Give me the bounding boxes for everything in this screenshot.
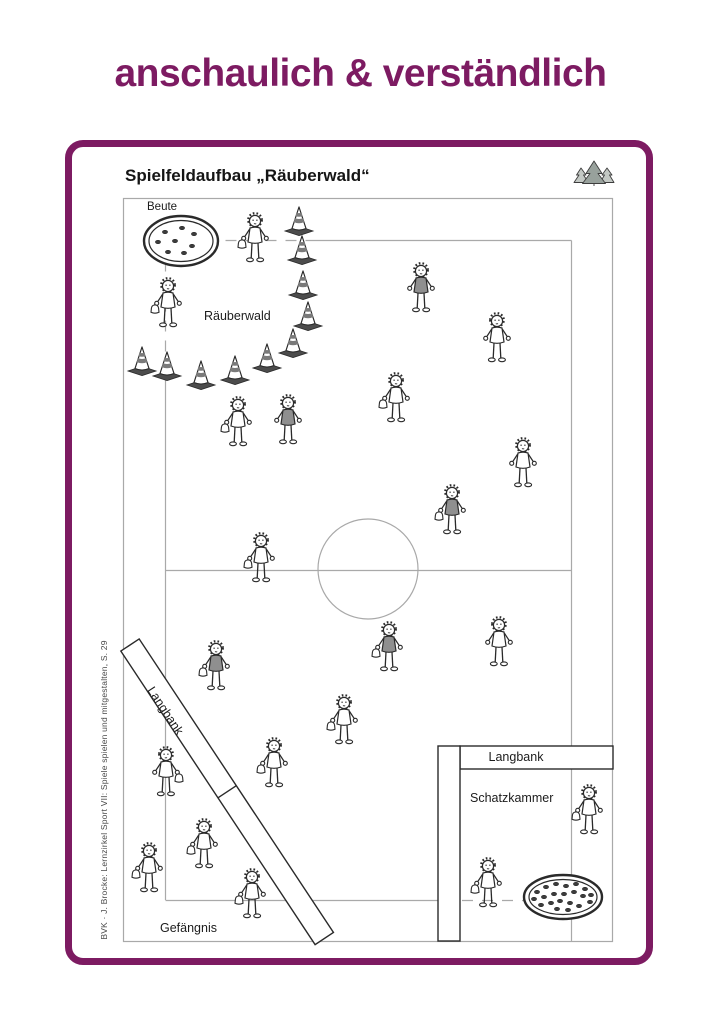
child-figure-icon — [469, 857, 503, 908]
child-figure-icon — [197, 640, 231, 691]
child-figure-icon — [325, 694, 359, 745]
child-figure-icon — [406, 262, 436, 313]
child-figure-icon — [484, 616, 514, 667]
langbank-diagonal-bench — [119, 637, 335, 946]
source-citation: BVK · J. Brocke: Lernzirkel Sport VII: S… — [99, 640, 109, 940]
child-figure-icon — [185, 818, 219, 869]
label-raeuberwald: Räuberwald — [204, 309, 271, 323]
traffic-cone-icon — [278, 328, 308, 359]
child-figure-icon — [255, 737, 289, 788]
figures-layer — [130, 212, 604, 919]
schatzkammer-plate — [522, 873, 604, 921]
child-figure-icon — [219, 396, 253, 447]
traffic-cone-icon — [220, 355, 250, 386]
traffic-cone-icon — [293, 301, 323, 332]
fir-trees-icon — [573, 160, 615, 186]
child-figure-icon — [236, 212, 270, 263]
panel-heading: Spielfeldaufbau „Räuberwald“ — [125, 166, 370, 185]
child-figure-icon — [570, 784, 604, 835]
child-figure-icon — [482, 312, 512, 363]
child-figure-icon — [242, 532, 276, 583]
child-figure-icon — [130, 842, 164, 893]
plates-layer — [142, 214, 604, 921]
diagram-frame — [122, 197, 614, 943]
child-figure-icon — [508, 437, 538, 488]
traffic-cone-icon — [252, 343, 282, 374]
child-figure-icon — [233, 868, 267, 919]
traffic-cone-icon — [288, 270, 318, 301]
beute-plate — [142, 214, 220, 268]
langbank-vertical-bench — [437, 745, 461, 942]
traffic-cone-icon — [152, 351, 182, 382]
child-figure-icon — [273, 394, 303, 445]
page-title: anschaulich & verständlich — [114, 52, 607, 95]
child-figure-icon — [151, 746, 185, 797]
worksheet-panel — [65, 140, 653, 965]
label-gefaengnis: Gefängnis — [160, 921, 217, 935]
center-circle — [317, 518, 419, 620]
playing-field-lines — [164, 239, 573, 941]
traffic-cone-icon — [284, 206, 314, 237]
traffic-cone-icon — [127, 346, 157, 377]
label-langbank-horizontal: Langbank — [488, 750, 544, 764]
child-figure-icon — [377, 372, 411, 423]
child-figure-icon — [149, 277, 183, 328]
child-figure-icon — [433, 484, 467, 535]
traffic-cone-icon — [186, 360, 216, 391]
label-schatzkammer: Schatzkammer — [470, 791, 554, 805]
child-figure-icon — [370, 621, 404, 672]
benches — [119, 637, 614, 946]
label-beute: Beute — [147, 201, 178, 213]
